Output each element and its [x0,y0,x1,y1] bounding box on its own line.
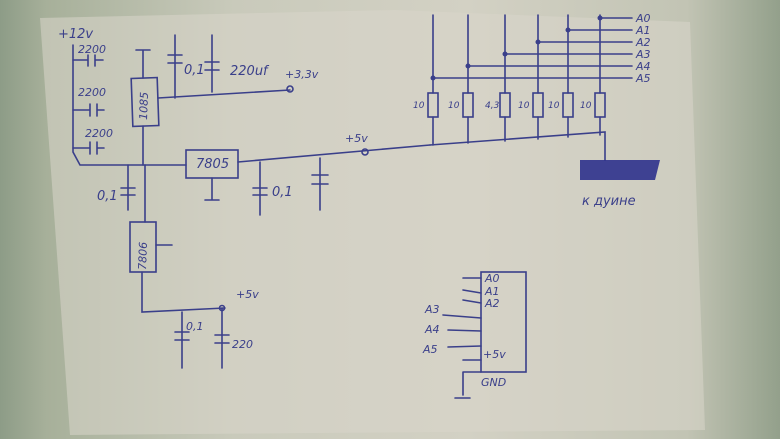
cap-label: 2200 [85,127,113,140]
junction-dot [465,63,471,69]
resistor [499,92,511,118]
analog-line-label: A1 [635,24,651,37]
pin-label: A5 [422,343,438,356]
resistor-value: 10 [448,101,460,111]
scribbled-out-connector [580,160,660,180]
resistor-value: 10 [413,101,425,111]
analog-line-label: A5 [635,72,651,85]
cap-label: 0,1 [97,189,118,204]
cap-label: 220 [232,338,253,351]
pin-label: A4 [424,323,440,336]
junction-dot [565,27,571,33]
cap-label: 0,1 [272,185,293,200]
input-voltage-label: +12v [58,27,93,42]
analog-line-label: A4 [635,60,651,73]
cap-label: 2200 [78,43,106,56]
pin-label: A1 [484,285,500,298]
analog-line-label: A0 [635,12,651,25]
cap-label: 0,1 [184,63,205,78]
analog-line-label: A3 [635,48,651,61]
input-rail [72,44,146,166]
resistor [532,92,544,118]
junction-dot [502,51,508,57]
destination-label: к дуине [582,194,636,209]
pin-label: GND [481,376,506,389]
regulator-7806 [129,164,230,369]
output-3v3-label: +3,3v [285,68,319,81]
cap-label: 2200 [78,86,106,99]
pin-label: A2 [484,297,500,310]
resistor [594,92,606,118]
pin-label: +5v [483,348,506,361]
regulator-7805 [120,144,431,216]
junction-dot [430,75,436,81]
regulator-label: 1085 [137,92,151,120]
pin-label: A3 [424,303,440,316]
resistor-value: 10 [518,101,530,111]
regulator-label: 7805 [196,157,229,172]
analog-line-label: A2 [635,36,651,49]
regulator-label: 7806 [136,242,150,270]
junction-dot [597,15,603,21]
resistor-value: 10 [548,101,560,111]
connector-block [442,271,527,399]
regulator-1085 [130,34,294,166]
pin-label: A0 [484,272,500,285]
cap-label: 220uf [230,64,270,79]
resistor [562,92,574,118]
junction-dot [535,39,541,45]
output-5v-aux-label: +5v [236,288,259,301]
cap-label: 0,1 [186,320,204,333]
output-5v-label: +5v [345,132,368,145]
resistor-value: 4,3 [485,101,500,111]
resistor-value: 10 [580,101,592,111]
resistor [427,92,439,118]
resistor [462,92,474,118]
